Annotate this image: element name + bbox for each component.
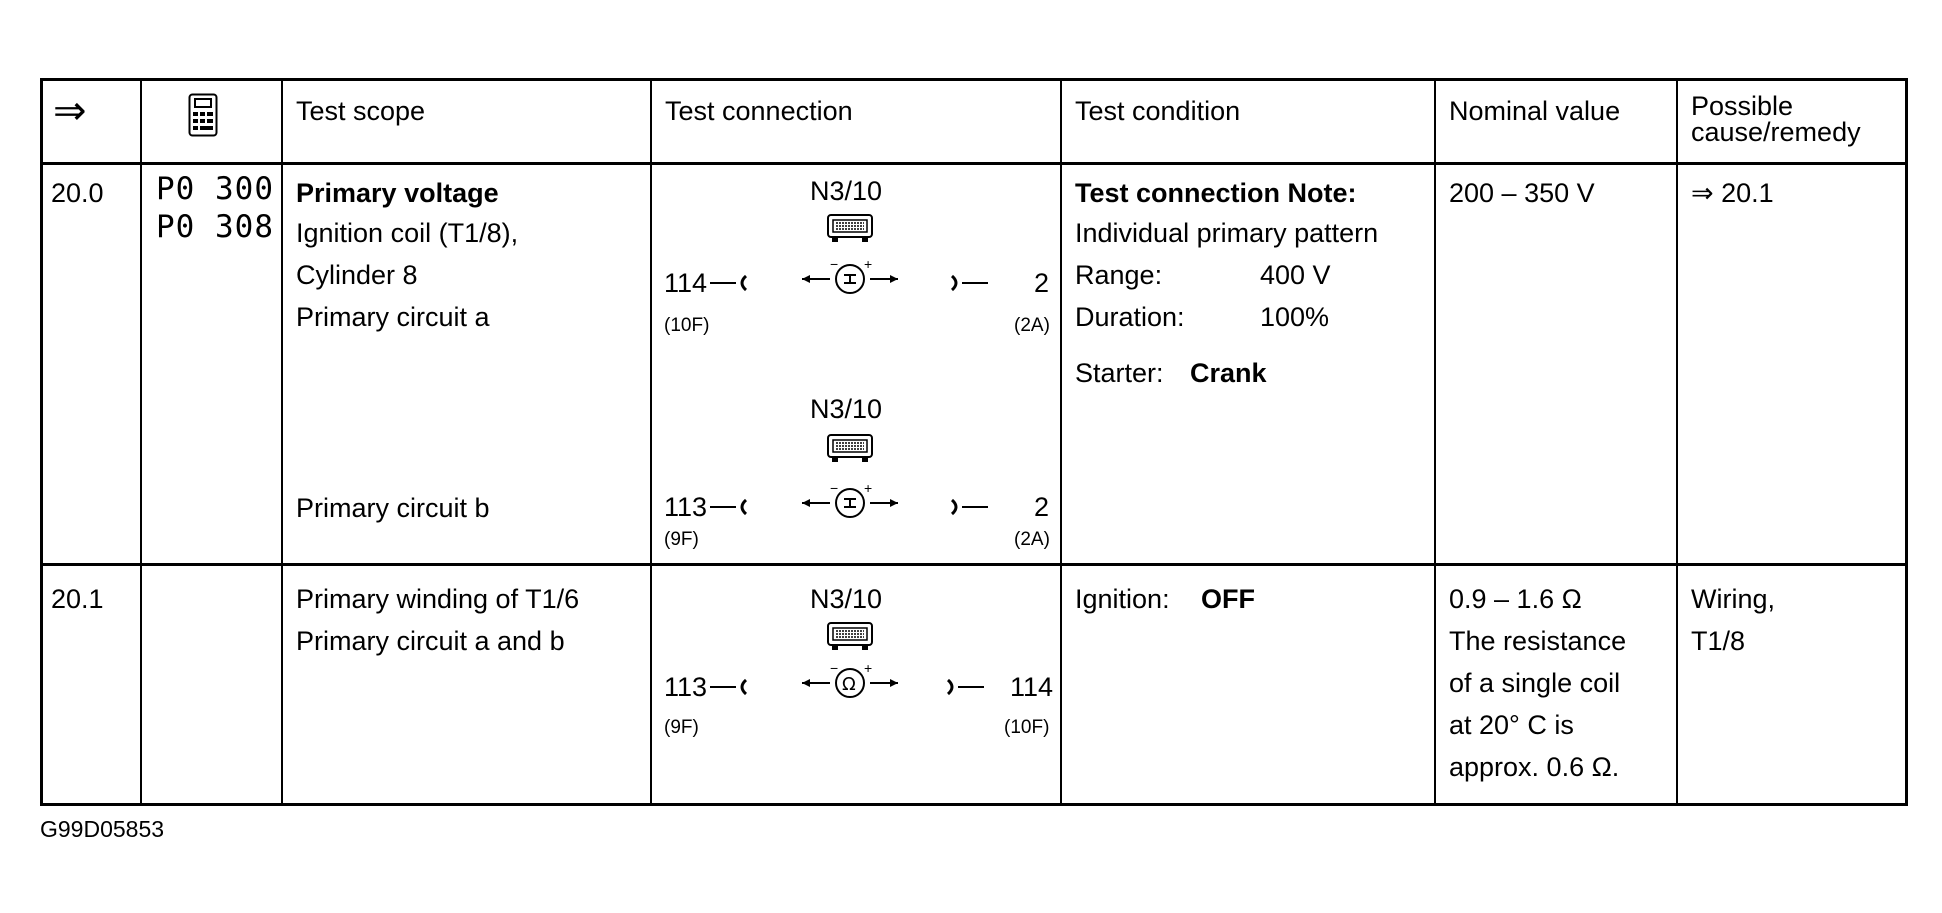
control-module-icon: [826, 621, 874, 658]
row1-duration-value: 100%: [1260, 302, 1330, 332]
left-pin-sub: (10F): [664, 315, 710, 336]
row1-condition-title: Test connection Note:: [1075, 178, 1357, 208]
row2-nominal-line: of a single coil: [1449, 668, 1621, 698]
header-arrow: ⇒: [53, 89, 87, 133]
voltmeter-icon: −+: [800, 480, 900, 530]
row1-dtc-1: P0 300: [156, 171, 274, 207]
left-pin-sub: (9F): [664, 717, 699, 738]
row2-nominal-line: approx. 0.6 Ω.: [1449, 752, 1620, 782]
connection-diagram-b: N3/10 113 −+ 2 (9F) (2A): [650, 393, 1060, 563]
svg-text:+: +: [864, 661, 872, 676]
row1-scope-line: Primary circuit b: [296, 493, 490, 523]
header-test-connection: Test connection: [665, 96, 853, 126]
test-lead-right-icon: [948, 271, 988, 300]
row2-nominal-line: 0.9 – 1.6 Ω: [1449, 584, 1582, 614]
module-label: N3/10: [810, 584, 883, 614]
row1-scope-title: Primary voltage: [296, 178, 499, 208]
header-nominal-value: Nominal value: [1449, 96, 1621, 126]
test-lead-right-icon: [944, 675, 984, 704]
row1-dtc-2: P0 308: [156, 209, 274, 245]
svg-text:+: +: [864, 481, 872, 496]
header-possible-cause-1: Possible: [1691, 91, 1794, 121]
right-pin-sub: (10F): [1004, 717, 1050, 738]
row1-scope-line: Cylinder 8: [296, 260, 418, 290]
left-pin: 113: [664, 672, 708, 702]
right-pin-sub: (2A): [1014, 315, 1050, 336]
row1-range-label: Range:: [1075, 260, 1163, 290]
header-test-scope: Test scope: [296, 96, 426, 126]
header-test-condition: Test condition: [1075, 96, 1241, 126]
svg-text:−: −: [830, 257, 838, 272]
left-pin: 114: [664, 268, 708, 298]
test-lead-left-icon: [710, 271, 750, 300]
control-module-icon: [826, 433, 874, 470]
row2-remedy-line: T1/8: [1691, 626, 1746, 656]
left-pin-sub: (9F): [664, 529, 699, 550]
svg-text:+: +: [864, 257, 872, 272]
figure-id: G99D05853: [40, 816, 165, 842]
row-divider: [43, 563, 1905, 566]
header-possible-cause-2: cause/remedy: [1691, 117, 1861, 147]
module-label: N3/10: [810, 176, 883, 206]
row1-scope-line: Primary circuit a: [296, 302, 490, 332]
hand-held-tester-icon: [188, 93, 218, 142]
col-divider: [1676, 81, 1678, 803]
right-pin: 2: [1034, 492, 1050, 522]
col-divider: [1434, 81, 1436, 803]
right-pin-sub: (2A): [1014, 529, 1050, 550]
test-lead-right-icon: [948, 495, 988, 524]
col-divider: [281, 81, 283, 803]
right-pin: 114: [1010, 672, 1054, 702]
connection-diagram-c: N3/10 113 Ω− + 114 (9F) (10F): [650, 577, 1060, 747]
left-pin: 113: [664, 492, 708, 522]
test-lead-left-icon: [710, 495, 750, 524]
row1-nominal: 200 – 350 V: [1449, 178, 1595, 208]
ohmmeter-icon: Ω− +: [800, 660, 900, 710]
row1-starter-label: Starter:: [1075, 358, 1164, 388]
control-module-icon: [826, 213, 874, 250]
row1-range-value: 400 V: [1260, 260, 1331, 290]
connection-diagram-a: N3/10 114 −+ 2 (10F) (2A): [650, 171, 1060, 341]
row1-condition-line: Individual primary pattern: [1075, 218, 1379, 248]
header-divider: [43, 162, 1905, 165]
module-label: N3/10: [810, 394, 883, 424]
row1-duration-label: Duration:: [1075, 302, 1185, 332]
row1-step: 20.0: [51, 178, 104, 208]
svg-text:−: −: [830, 481, 838, 496]
col-divider: [1060, 81, 1062, 803]
row2-nominal-line: at 20° C is: [1449, 710, 1574, 740]
right-pin: 2: [1034, 268, 1050, 298]
test-table: ⇒ Test scope Test connection Test condit…: [40, 78, 1908, 806]
row1-starter-value: Crank: [1190, 358, 1267, 388]
row2-scope-line: Primary circuit a and b: [296, 626, 565, 656]
col-divider: [140, 81, 142, 803]
row2-remedy-line: Wiring,: [1691, 584, 1776, 614]
row2-condition-label: Ignition:: [1075, 584, 1170, 614]
row2-condition-value: OFF: [1201, 584, 1255, 614]
svg-text:Ω: Ω: [842, 674, 856, 695]
row2-nominal-line: The resistance: [1449, 626, 1627, 656]
row2-scope-line: Primary winding of T1/6: [296, 584, 580, 614]
voltmeter-icon: −+: [800, 256, 900, 306]
svg-text:−: −: [830, 661, 838, 676]
col-divider: [650, 81, 652, 803]
row1-remedy: ⇒ 20.1: [1691, 178, 1774, 208]
row1-scope-line: Ignition coil (T1/8),: [296, 218, 519, 248]
test-lead-left-icon: [710, 675, 750, 704]
row2-step: 20.1: [51, 584, 104, 614]
